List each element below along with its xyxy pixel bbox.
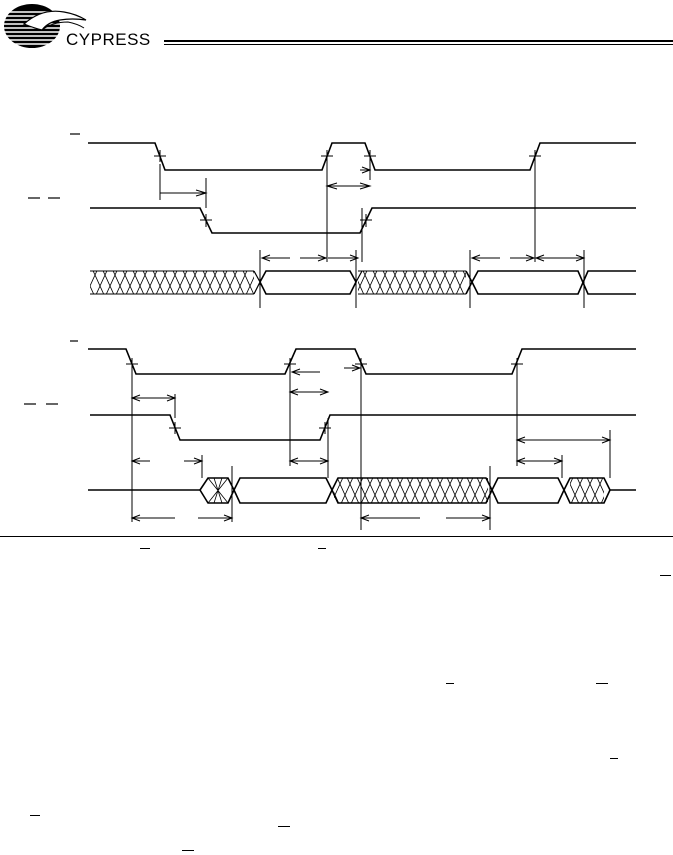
overbar-mark [30,815,40,816]
overbar-mark [660,575,671,576]
overbar-mark [446,683,454,684]
company-name: CYPRESS [66,30,151,49]
timing-diagram-1 [28,133,636,308]
overbar-mark [278,826,290,827]
overbar-mark [318,548,326,549]
overbar-mark [610,758,618,759]
timing-diagram-2 [24,340,636,530]
section-divider [0,536,673,537]
overbar-mark [140,548,150,549]
overbar-mark [182,850,194,851]
timing-diagrams [24,133,636,530]
overbar-mark [596,683,608,684]
cypress-logo-icon [4,4,87,48]
header-rule [164,40,673,45]
